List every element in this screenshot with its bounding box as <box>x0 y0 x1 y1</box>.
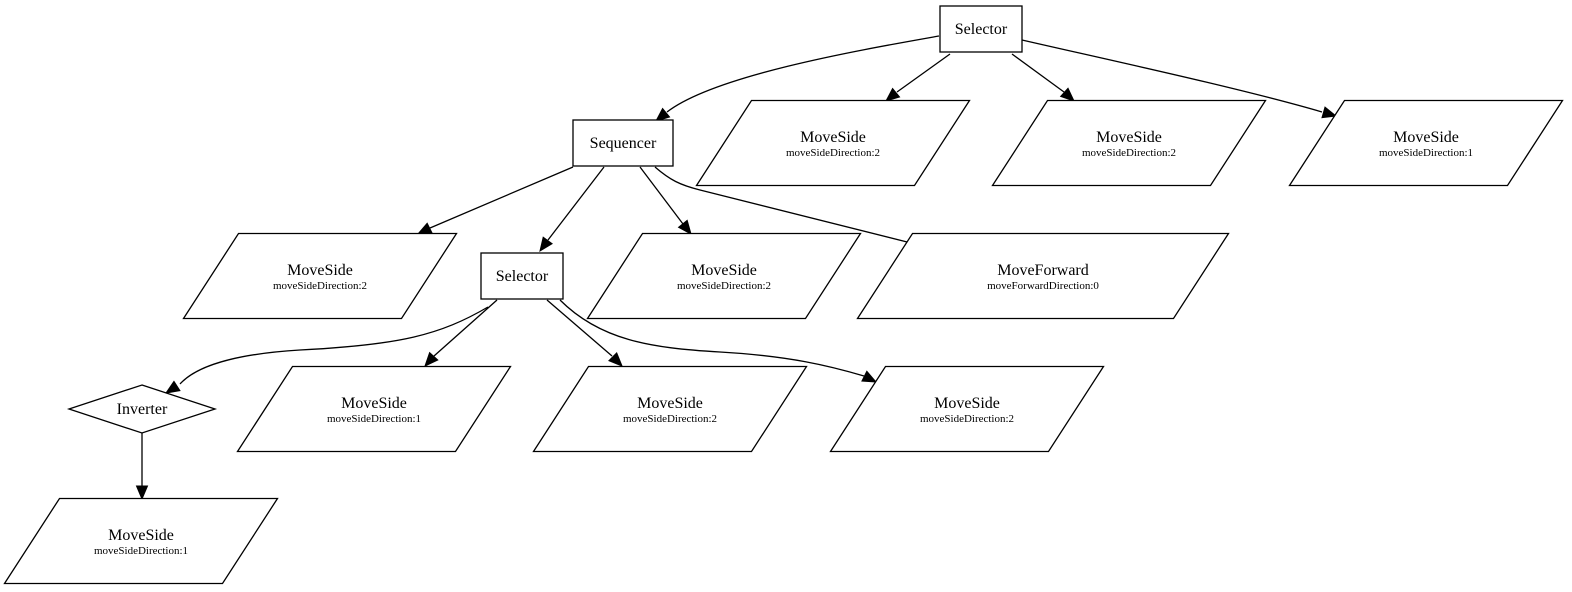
sequencer-node[interactable]: Sequencer <box>572 119 674 167</box>
node-label: MoveSide <box>637 395 703 412</box>
parallelogram-shape <box>3 497 279 585</box>
node-sublabel: moveForwardDirection:0 <box>987 280 1099 292</box>
arrowhead <box>655 107 671 122</box>
node-label: MoveSide <box>341 395 407 412</box>
parallelogram-shape <box>829 365 1105 453</box>
selector-node-sub[interactable]: Selector <box>480 252 564 300</box>
node-label: MoveSide <box>800 129 866 146</box>
node-sublabel: moveSideDirection:1 <box>327 413 421 425</box>
parallelogram-shape <box>856 232 1230 320</box>
edge-sequencer-node-to-moveside-node <box>639 166 692 236</box>
parallelogram-shape <box>532 365 808 453</box>
arrowhead <box>424 351 439 367</box>
node-label: Inverter <box>117 401 168 418</box>
edge-line <box>666 35 940 113</box>
diamond-shape <box>66 384 218 434</box>
edge-selector-node-root-to-sequencer-node <box>655 35 940 122</box>
edge-line <box>546 299 613 357</box>
edge-line <box>1011 53 1065 93</box>
edge-selector-node-sub-to-moveside-node <box>424 299 498 367</box>
parallelogram-shape <box>182 232 458 320</box>
edge-line <box>1021 39 1323 113</box>
edge-inverter-node-to-moveside-node <box>135 433 149 501</box>
rect-shape <box>939 5 1023 53</box>
rect-shape <box>572 119 674 167</box>
edge-selector-node-sub-to-inverter-node <box>164 306 489 394</box>
edge-line <box>433 299 498 357</box>
node-label: Selector <box>955 21 1008 38</box>
edge-selector-node-root-to-moveside-node <box>885 53 951 102</box>
arrowhead <box>677 219 692 236</box>
arrowhead <box>416 222 433 235</box>
node-label: MoveSide <box>691 262 757 279</box>
edge-line <box>654 166 924 247</box>
node-label: MoveForward <box>997 262 1089 279</box>
node-sublabel: moveSideDirection:2 <box>273 280 367 292</box>
node-label: Selector <box>496 268 549 285</box>
node-label: MoveSide <box>287 262 353 279</box>
edge-line <box>547 166 605 241</box>
arrowhead <box>1059 87 1075 102</box>
arrowhead <box>135 485 149 501</box>
edge-selector-node-sub-to-moveside-node <box>559 299 878 383</box>
edge-selector-node-root-to-moveside-node <box>1011 53 1075 102</box>
node-label: MoveSide <box>934 395 1000 412</box>
parallelogram-shape <box>586 232 862 320</box>
arrowhead <box>608 352 623 367</box>
node-sublabel: moveSideDirection:2 <box>920 413 1014 425</box>
edge-line <box>559 299 865 377</box>
arrowhead <box>885 87 901 102</box>
parallelogram-shape <box>695 99 971 187</box>
edge-sequencer-node-to-moveside-node <box>416 166 574 235</box>
inverter-node[interactable]: Inverter <box>66 384 218 434</box>
node-sublabel: moveSideDirection:1 <box>94 545 188 557</box>
parallelogram-shape <box>236 365 512 453</box>
parallelogram-shape <box>991 99 1267 187</box>
node-label: MoveSide <box>1096 129 1162 146</box>
selector-node-root[interactable]: Selector <box>939 5 1023 53</box>
node-sublabel: moveSideDirection:2 <box>677 280 771 292</box>
node-sublabel: moveSideDirection:2 <box>1082 147 1176 159</box>
edge-line <box>896 53 951 93</box>
rect-shape <box>480 252 564 300</box>
arrowhead <box>1321 106 1338 119</box>
node-label: MoveSide <box>108 527 174 544</box>
arrowhead <box>539 236 553 253</box>
parallelogram-shape <box>1288 99 1564 187</box>
edge-line <box>639 166 684 225</box>
node-label: MoveSide <box>1393 129 1459 146</box>
edge-sequencer-node-to-selector-node-sub <box>539 166 605 253</box>
edge-line <box>179 306 489 385</box>
node-sublabel: moveSideDirection:2 <box>786 147 880 159</box>
node-label: Sequencer <box>590 135 657 152</box>
edge-line <box>429 166 574 229</box>
arrowhead <box>861 370 878 383</box>
node-sublabel: moveSideDirection:2 <box>623 413 717 425</box>
arrowhead <box>164 380 181 394</box>
edge-selector-node-sub-to-moveside-node <box>546 299 623 367</box>
edge-selector-node-root-to-moveside-node <box>1021 39 1338 119</box>
node-sublabel: moveSideDirection:1 <box>1379 147 1473 159</box>
